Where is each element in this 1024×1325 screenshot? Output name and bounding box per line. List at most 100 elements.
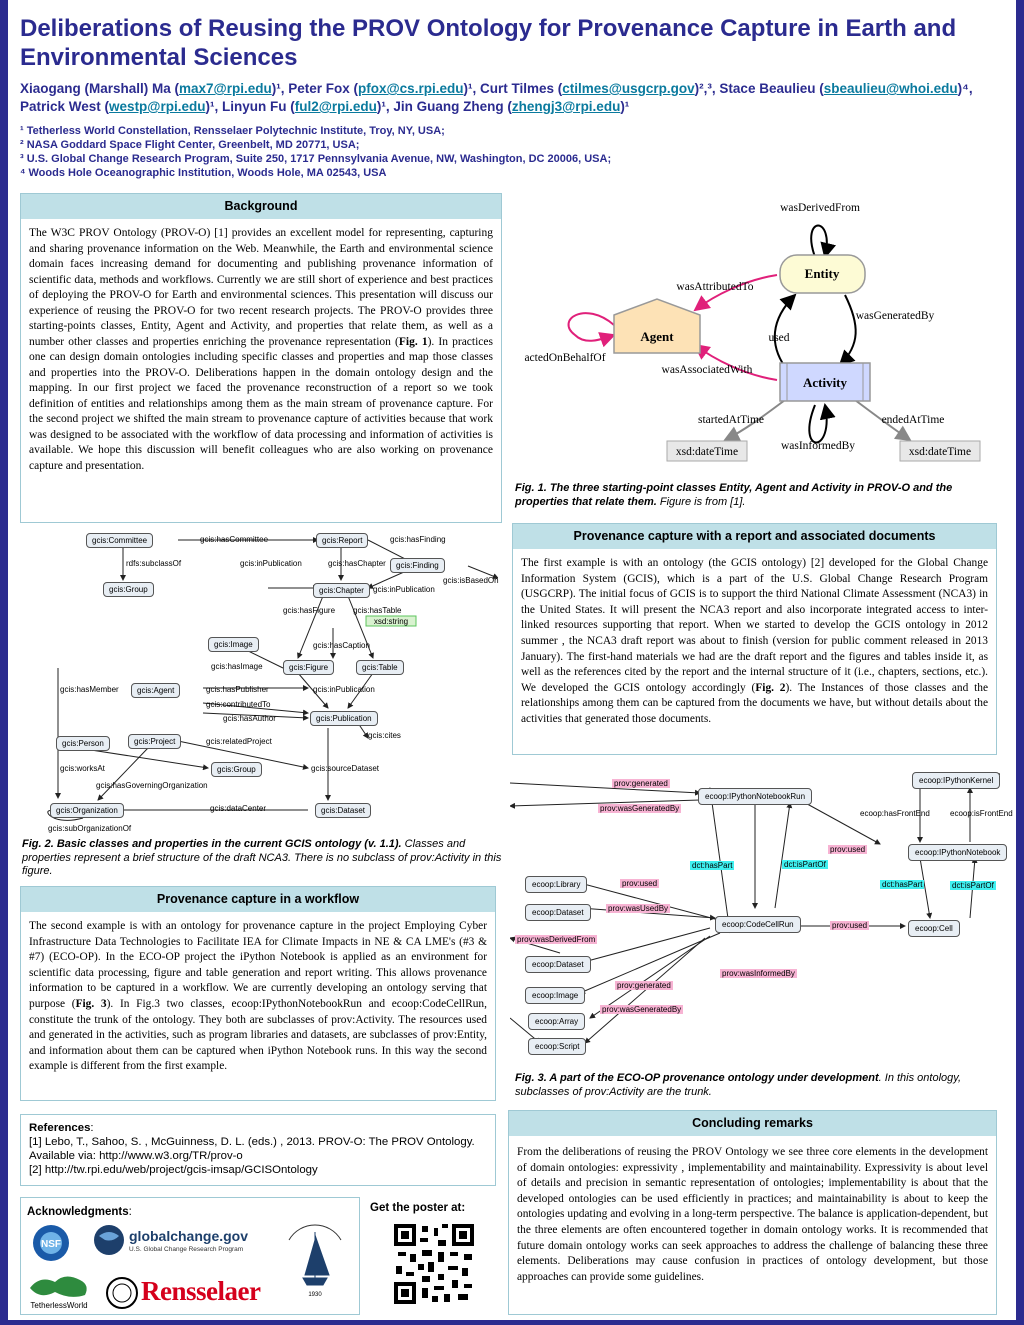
author-email-link[interactable]: ful2@rpi.edu [294,99,377,114]
edge-label: gcis:hasMember [60,685,119,694]
affiliation: ⁴ Woods Hole Oceanographic Institution, … [20,167,387,179]
author-affil: )¹ [620,99,630,114]
author-list: Xiaogang (Marshall) Ma (max7@rpi.edu)¹, … [20,80,1010,116]
whoi-logo: 1930 [288,1224,342,1298]
author-email-link[interactable]: pfox@cs.rpi.edu [358,81,464,96]
globe-icon [94,1225,124,1255]
gcis-table-node: gcis:Table [356,660,404,675]
body-text: The W3C PROV Ontology (PROV-O) [1] provi… [29,227,493,348]
entity-label: Entity [805,266,840,281]
edge-label: dct:isPartOf [782,860,828,869]
poster-title: Deliberations of Reusing the PROV Ontolo… [20,15,957,71]
edge-label: used [768,332,789,344]
fig3-labels: ecoop:IPythonNotebookRun ecoop:IPythonKe… [510,768,1013,1058]
code-cell-run-node: ecoop:CodeCellRun [715,916,801,933]
section-body: The W3C PROV Ontology (PROV-O) [1] provi… [21,219,501,481]
gcis-finding-node: gcis:Finding [390,558,445,573]
edge-label: gcis:hasPublisher [206,685,269,694]
edge-label: prov:generated [615,981,673,990]
activity-node [779,362,871,402]
whoi-year: 1930 [308,1292,322,1298]
edge-label: dct:hasPart [690,861,735,870]
edge-label: actedOnBehalfOf [524,352,605,364]
edge-label: gcis:hasTable [353,606,402,615]
gcis-organization-node: gcis:Organization [50,803,124,818]
edge-label: gcis:hasFigure [283,606,336,615]
body-text: The second example is with an ontology f… [29,920,487,1010]
ipython-notebook-node: ecoop:IPythonNotebook [908,844,1008,861]
affiliation: ¹ Tetherless World Constellation, Rensse… [20,125,445,137]
agent-node [613,298,701,354]
background-section: Background The W3C PROV Ontology (PROV-O… [20,193,502,523]
edge-label: gcis:hasChapter [328,559,386,568]
edge-label: prov:used [828,845,868,854]
edge-label: ecoop:hasFrontEnd [860,809,930,818]
section-heading: Provenance capture with a report and ass… [513,524,996,549]
references-body: References: [1] Lebo, T., Sahoo, S. , Mc… [21,1115,495,1183]
reference-item: [2] http://tw.rpi.edu/web/project/gcis-i… [29,1164,318,1176]
edge-label: prov:generated [612,779,670,788]
gcis-group-node: gcis:Group [103,582,154,597]
caption-bold: Fig. 1. The three starting-point classes… [515,482,953,508]
author-name: Peter Fox ( [288,81,359,96]
edge-label: wasGeneratedBy [856,310,935,322]
gcis-person-node: gcis:Person [56,736,110,751]
ack-heading: Acknowledgments [27,1206,129,1218]
body-text: ). The Instances of those classes and th… [521,681,989,725]
qr-code[interactable] [394,1224,474,1304]
datetime-node [666,440,748,462]
datetime-label: xsd:dateTime [909,446,971,458]
edge-label: gcis:inPublication [240,559,302,568]
edge-label: prov:wasUsedBy [606,904,671,913]
author-email-link[interactable]: max7@rpi.edu [179,81,272,96]
gcis-project-node: gcis:Project [128,734,182,749]
caption-text: Figure is from [1]. [656,495,746,508]
edge-label: ecoop:isFrontEnd [950,809,1013,818]
gcis-figure-node: gcis:Figure [283,660,335,675]
globalchange-logo-subtext: U.S. Global Change Research Program [129,1246,244,1253]
edge-label: gcis:inPublication [373,585,435,594]
figure-ref: Fig. 1 [398,335,428,348]
fig3-caption: Fig. 3. A part of the ECO-OP provenance … [515,1072,997,1099]
edge-label: gcis:hasAuthor [223,714,276,723]
tetherlessworld-logo: TetherlessWorld [30,1276,88,1310]
author-email-link[interactable]: sbeaulieu@whoi.edu [823,81,958,96]
edge-label: gcis:dataCenter [210,804,267,813]
edge-label: gcis:inPublication [313,685,375,694]
ack-heading-row: Acknowledgments: [27,1206,132,1218]
edge-label: gcis:worksAt [60,764,105,773]
author-email-link[interactable]: westp@rpi.edu [109,99,206,114]
datetime-node [899,440,981,462]
section-body: The second example is with an ontology f… [21,912,495,1082]
gcis-image-node: gcis:Image [208,637,259,652]
author-name: Stace Beaulieu ( [719,81,824,96]
gcis-publication-node: gcis:Publication [310,711,378,726]
entity-node [779,254,866,294]
workflow-section: Provenance capture in a workflow The sec… [20,886,496,1101]
script-node: ecoop:Script [528,1038,587,1055]
fig2-labels: gcis:Committee gcis:Group gcis:Report gc… [28,528,499,833]
datetime-label: xsd:dateTime [676,446,738,458]
fig1-prov-diagram: Entity Agent Activity xsd:dateTime xsd:d… [524,202,981,462]
edge-label: wasInformedBy [781,440,855,452]
edge-label: gcis:hasGoverningOrganization [96,781,208,790]
author-affil: )²,³, [694,81,720,96]
gcis-agent-node: gcis:Agent [131,683,181,698]
body-text: The first example is with an ontology (t… [521,557,988,694]
node-label: xsd:string [374,617,408,626]
caption-bold: Fig. 3. A part of the ECO-OP provenance … [515,1072,879,1084]
edge-label: wasAttributedTo [676,281,753,293]
fig2-gcis-diagram: xsd:string [47,537,498,821]
edge-label: prov:used [830,921,870,930]
author-affil: )¹, [205,99,222,114]
author-email-link[interactable]: zhengj3@rpi.edu [511,99,621,114]
author-email-link[interactable]: ctilmes@usgcrp.gov [562,81,695,96]
image-node: ecoop:Image [525,987,586,1004]
edge-label: gcis:hasCommittee [200,535,269,544]
tetherless-logo-text: TetherlessWorld [30,1301,87,1310]
edge-label: dct:hasPart [880,880,925,889]
affiliation: ³ U.S. Global Change Research Program, S… [20,153,612,165]
author-affil: )¹, [271,81,289,96]
edge-label: rdfs:subclassOf [126,559,182,568]
section-body: From the deliberations of reusing the PR… [517,1146,988,1283]
